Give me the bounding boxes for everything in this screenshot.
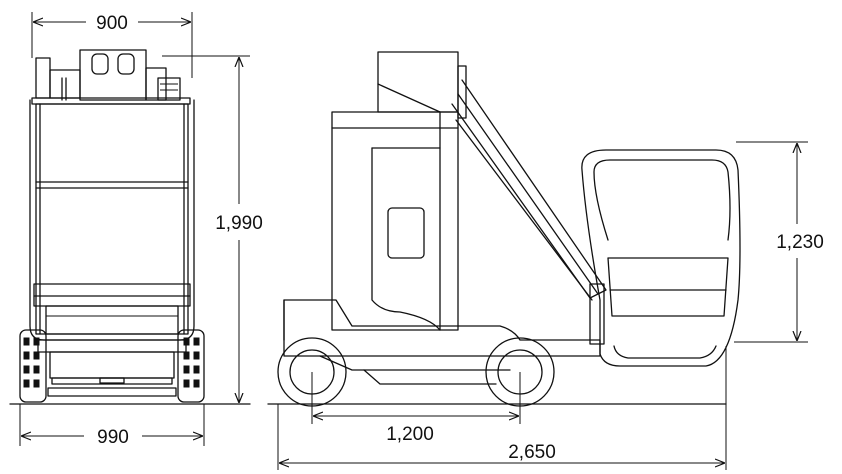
front-view: 900 1,990 990 [9, 12, 263, 448]
side-view: 1,230 1,200 2,650 [267, 51, 824, 470]
dim-front-height: 1,990 [215, 213, 263, 234]
dim-side-overall-length: 2,650 [508, 442, 556, 463]
dim-side-platform-height: 1,230 [776, 232, 824, 253]
dim-front-top-width: 900 [96, 13, 128, 34]
dim-front-base-width: 990 [97, 427, 129, 448]
dim-side-wheelbase: 1,200 [386, 424, 434, 445]
